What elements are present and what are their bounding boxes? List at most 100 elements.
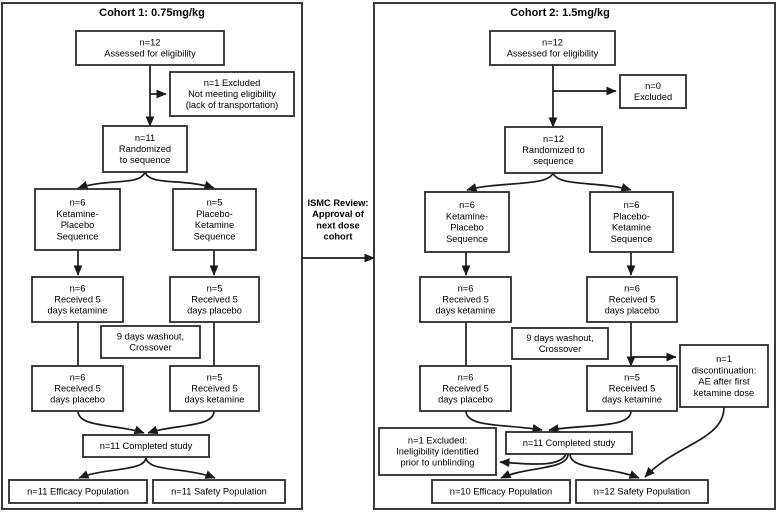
received-placebo-period1-box-line-0: n=5 (207, 283, 223, 293)
received-ketamine-period1-box-line-0: n=6 (458, 283, 474, 293)
received-placebo-period2-box-frame (419, 365, 512, 412)
received-ketamine-period2-box-line-0: n=5 (207, 372, 223, 382)
completed-study-box-line-0: n=11 Completed study (100, 441, 193, 451)
edge-randomized-to-seq-right (144, 171, 215, 190)
edge-randomized-to-seq-left (77, 171, 146, 190)
ketamine-placebo-sequence-box-line-1: Ketamine- (56, 209, 98, 219)
safety-population-box-frame (575, 479, 709, 504)
received-ketamine-period2-box-line-2: days ketamine (602, 395, 662, 405)
excluded-ineligibility-box-line-0: n=1 Excluded: (408, 435, 467, 445)
randomized-box-frame (504, 126, 603, 174)
ketamine-placebo-sequence-box-line-0: n=6 (70, 198, 86, 208)
randomized-box-line-2: sequence (533, 156, 573, 166)
safety-population-box-line-0: n=12 Safety Population (594, 487, 690, 497)
received-ketamine-period2-box-line-1: Received 5 (609, 384, 656, 394)
ketamine-placebo-sequence-box-frame (424, 191, 510, 253)
received-ketamine-period1-box-line-2: days ketamine (48, 306, 108, 316)
edge-completed-to-efficacy (78, 456, 147, 479)
received-placebo-period1-box-line-1: Received 5 (191, 295, 238, 305)
randomized-box-line-0: n=12 (543, 134, 564, 144)
received-ketamine-period1-box-frame (31, 276, 124, 323)
received-placebo-period2-box-frame (31, 365, 124, 412)
safety-population-box-line-0: n=11 Safety Population (171, 487, 267, 497)
received-ketamine-period2-box-line-0: n=5 (624, 372, 640, 382)
completed-study-box-frame (505, 431, 633, 455)
randomized-box-line-1: Randomized to (522, 145, 585, 155)
washout-crossover-box: 9 days washout,Crossover (511, 327, 609, 360)
ketamine-placebo-sequence-box-line-2: Placebo (450, 223, 484, 233)
edge-p2-left-to-completed (465, 410, 543, 433)
received-placebo-period2-box-line-0: n=6 (458, 372, 474, 382)
received-placebo-period2-box-line-0: n=6 (70, 372, 86, 382)
edge-p2-right-to-completed (548, 410, 632, 433)
completed-study-box: n=11 Completed study (82, 434, 210, 458)
efficacy-population-box-line-0: n=11 Efficacy Population (27, 487, 129, 497)
received-placebo-period1-box-line-0: n=6 (624, 283, 640, 293)
efficacy-population-box-frame (431, 479, 571, 504)
excluded-ineligibility-box-line-1: Ineligibility identified (396, 447, 479, 457)
received-placebo-period1-box-frame (586, 276, 678, 323)
assessed-for-eligibility-box-line-1: Assessed for eligibility (507, 49, 599, 59)
ismc-review-line-1: Approval of (312, 209, 365, 219)
completed-study-box-frame (82, 434, 210, 458)
discontinuation-box-line-0: n=1 (716, 354, 732, 364)
discontinuation-box-line-2: AE after first (698, 377, 750, 387)
discontinuation-box-line-3: ketamine dose (694, 388, 754, 398)
ketamine-placebo-sequence-box-line-1: Ketamine- (446, 211, 488, 221)
ismc-review-line-0: ISMC Review: (308, 198, 369, 208)
received-ketamine-period2-box-frame (169, 365, 260, 412)
efficacy-population-box-line-0: n=10 Efficacy Population (450, 487, 552, 497)
placebo-ketamine-sequence-box-line-3: Sequence (611, 234, 653, 244)
ismc-review-line-2: next dose (316, 220, 359, 230)
placebo-ketamine-sequence-box-line-1: Placebo- (613, 211, 650, 221)
assessed-for-eligibility-box-line-0: n=12 (140, 37, 161, 47)
received-placebo-period1-box-line-2: days placebo (605, 306, 660, 316)
excluded-box-line-1: Excluded (634, 92, 672, 102)
received-placebo-period1-box-line-1: Received 5 (609, 295, 656, 305)
washout-crossover-box-line-1: Crossover (539, 344, 581, 354)
panel-title-cohort2: Cohort 2: 1.5mg/kg (510, 7, 610, 19)
washout-crossover-box-line-0: 9 days washout, (117, 331, 184, 341)
received-ketamine-period1-box-line-1: Received 5 (442, 295, 489, 305)
excluded-ineligibility-box-line-2: prior to unblinding (401, 458, 475, 468)
ketamine-placebo-sequence-box-line-3: Sequence (57, 231, 99, 241)
panel-title-cohort1: Cohort 1: 0.75mg/kg (99, 7, 205, 19)
received-ketamine-period1-box-line-1: Received 5 (54, 295, 101, 305)
placebo-ketamine-sequence-box-line-1: Placebo- (196, 209, 233, 219)
excluded-box-line-0: n=1 Excluded (204, 78, 261, 88)
efficacy-population-box: n=10 Efficacy Population (431, 479, 571, 504)
excluded-box-line-1: Not meeting eligibility (188, 89, 276, 99)
efficacy-population-box: n=11 Efficacy Population (8, 479, 148, 504)
washout-crossover-box: 9 days washout, Crossover (100, 325, 201, 359)
washout-crossover-box-line-1: Crossover (129, 343, 171, 353)
excluded-box-frame (619, 74, 687, 109)
placebo-ketamine-sequence-box-line-3: Sequence (194, 231, 236, 241)
placebo-ketamine-sequence-box-line-2: Ketamine (612, 223, 651, 233)
received-ketamine-period1-box-line-0: n=6 (70, 283, 86, 293)
washout-crossover-box-frame (511, 327, 609, 360)
edge-completed-to-efficacy (500, 453, 569, 479)
discontinuation-box-line-1: discontinuation: (692, 365, 757, 375)
received-ketamine-period2-box-line-1: Received 5 (191, 384, 238, 394)
washout-crossover-box-line-0: 9 days washout, (526, 333, 593, 343)
edge-completed-to-ineligible (499, 453, 567, 468)
ketamine-placebo-sequence-box-line-0: n=6 (459, 200, 475, 210)
assessed-for-eligibility-box-line-1: Assessed for eligibility (104, 49, 196, 59)
edge-p2-right-to-completed (147, 410, 215, 435)
received-ketamine-period2-box-frame (586, 365, 678, 412)
safety-population-box: n=12 Safety Population (575, 479, 709, 504)
discontinuation-box-frame (679, 344, 769, 408)
